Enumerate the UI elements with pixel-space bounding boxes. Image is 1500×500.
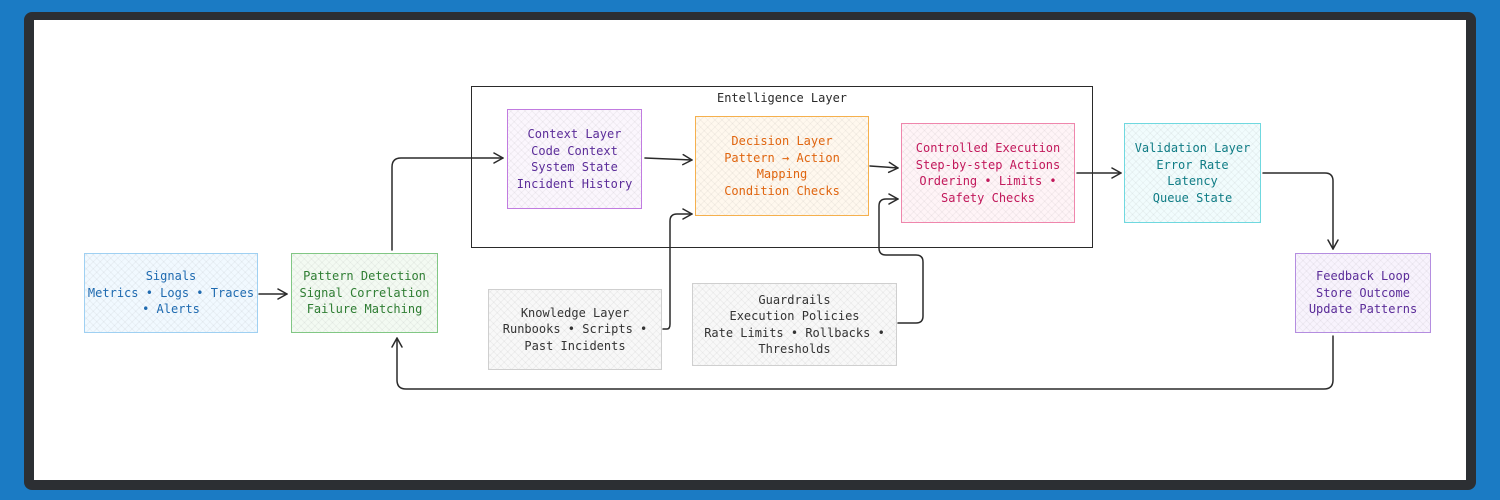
feedback-loop-line: Store Outcome (1316, 285, 1410, 300)
decision-layer-line: Mapping (756, 167, 808, 181)
knowledge-layer-line: Runbooks • Scripts • (502, 322, 648, 337)
decision-layer-line: Pattern → Action (724, 150, 840, 165)
pattern-detection-line: Failure Matching (306, 302, 423, 317)
knowledge-layer-line: Past Incidents (524, 338, 626, 353)
signals-line: • Alerts (142, 302, 200, 317)
context-layer-line: Context Layer (527, 127, 622, 141)
pattern-detection-line: Pattern Detection (303, 269, 426, 284)
validation-layer-line: Latency (1167, 174, 1218, 188)
context-layer-line: Incident History (516, 176, 633, 191)
pattern-detection-line: Signal Correlation (299, 285, 430, 300)
controlled-execution-line: Safety Checks (941, 190, 1035, 205)
controlled-execution-line: Controlled Execution (915, 141, 1061, 155)
validation-layer-line: Queue State (1152, 190, 1233, 205)
guardrails-line: Rate Limits • Rollbacks • (704, 325, 885, 340)
feedback-loop-line: Feedback Loop (1316, 269, 1410, 284)
controlled-execution-line: Ordering • Limits • (919, 174, 1057, 188)
feedback-loop-line: Update Patterns (1308, 302, 1418, 317)
signals-line: Metrics • Logs • Traces (87, 285, 255, 300)
guardrails-line: Thresholds (758, 342, 831, 356)
knowledge-layer-line: Knowledge Layer (520, 305, 630, 320)
context-layer-line: System State (531, 160, 618, 174)
guardrails-line: Guardrails (758, 292, 831, 307)
guardrails-line: Execution Policies (729, 309, 860, 323)
signals-line: Signals (145, 269, 197, 284)
controlled-execution-line: Step-by-step Actions (915, 157, 1061, 172)
container-title: Entelligence Layer (716, 91, 848, 105)
validation-layer-line: Validation Layer (1134, 141, 1251, 155)
validation-layer-line: Error Rate (1156, 157, 1229, 172)
context-layer-line: Code Context (531, 143, 618, 158)
decision-layer-line: Condition Checks (724, 183, 840, 198)
decision-layer-line: Decision Layer (731, 134, 833, 148)
diagram-canvas (34, 20, 1466, 480)
